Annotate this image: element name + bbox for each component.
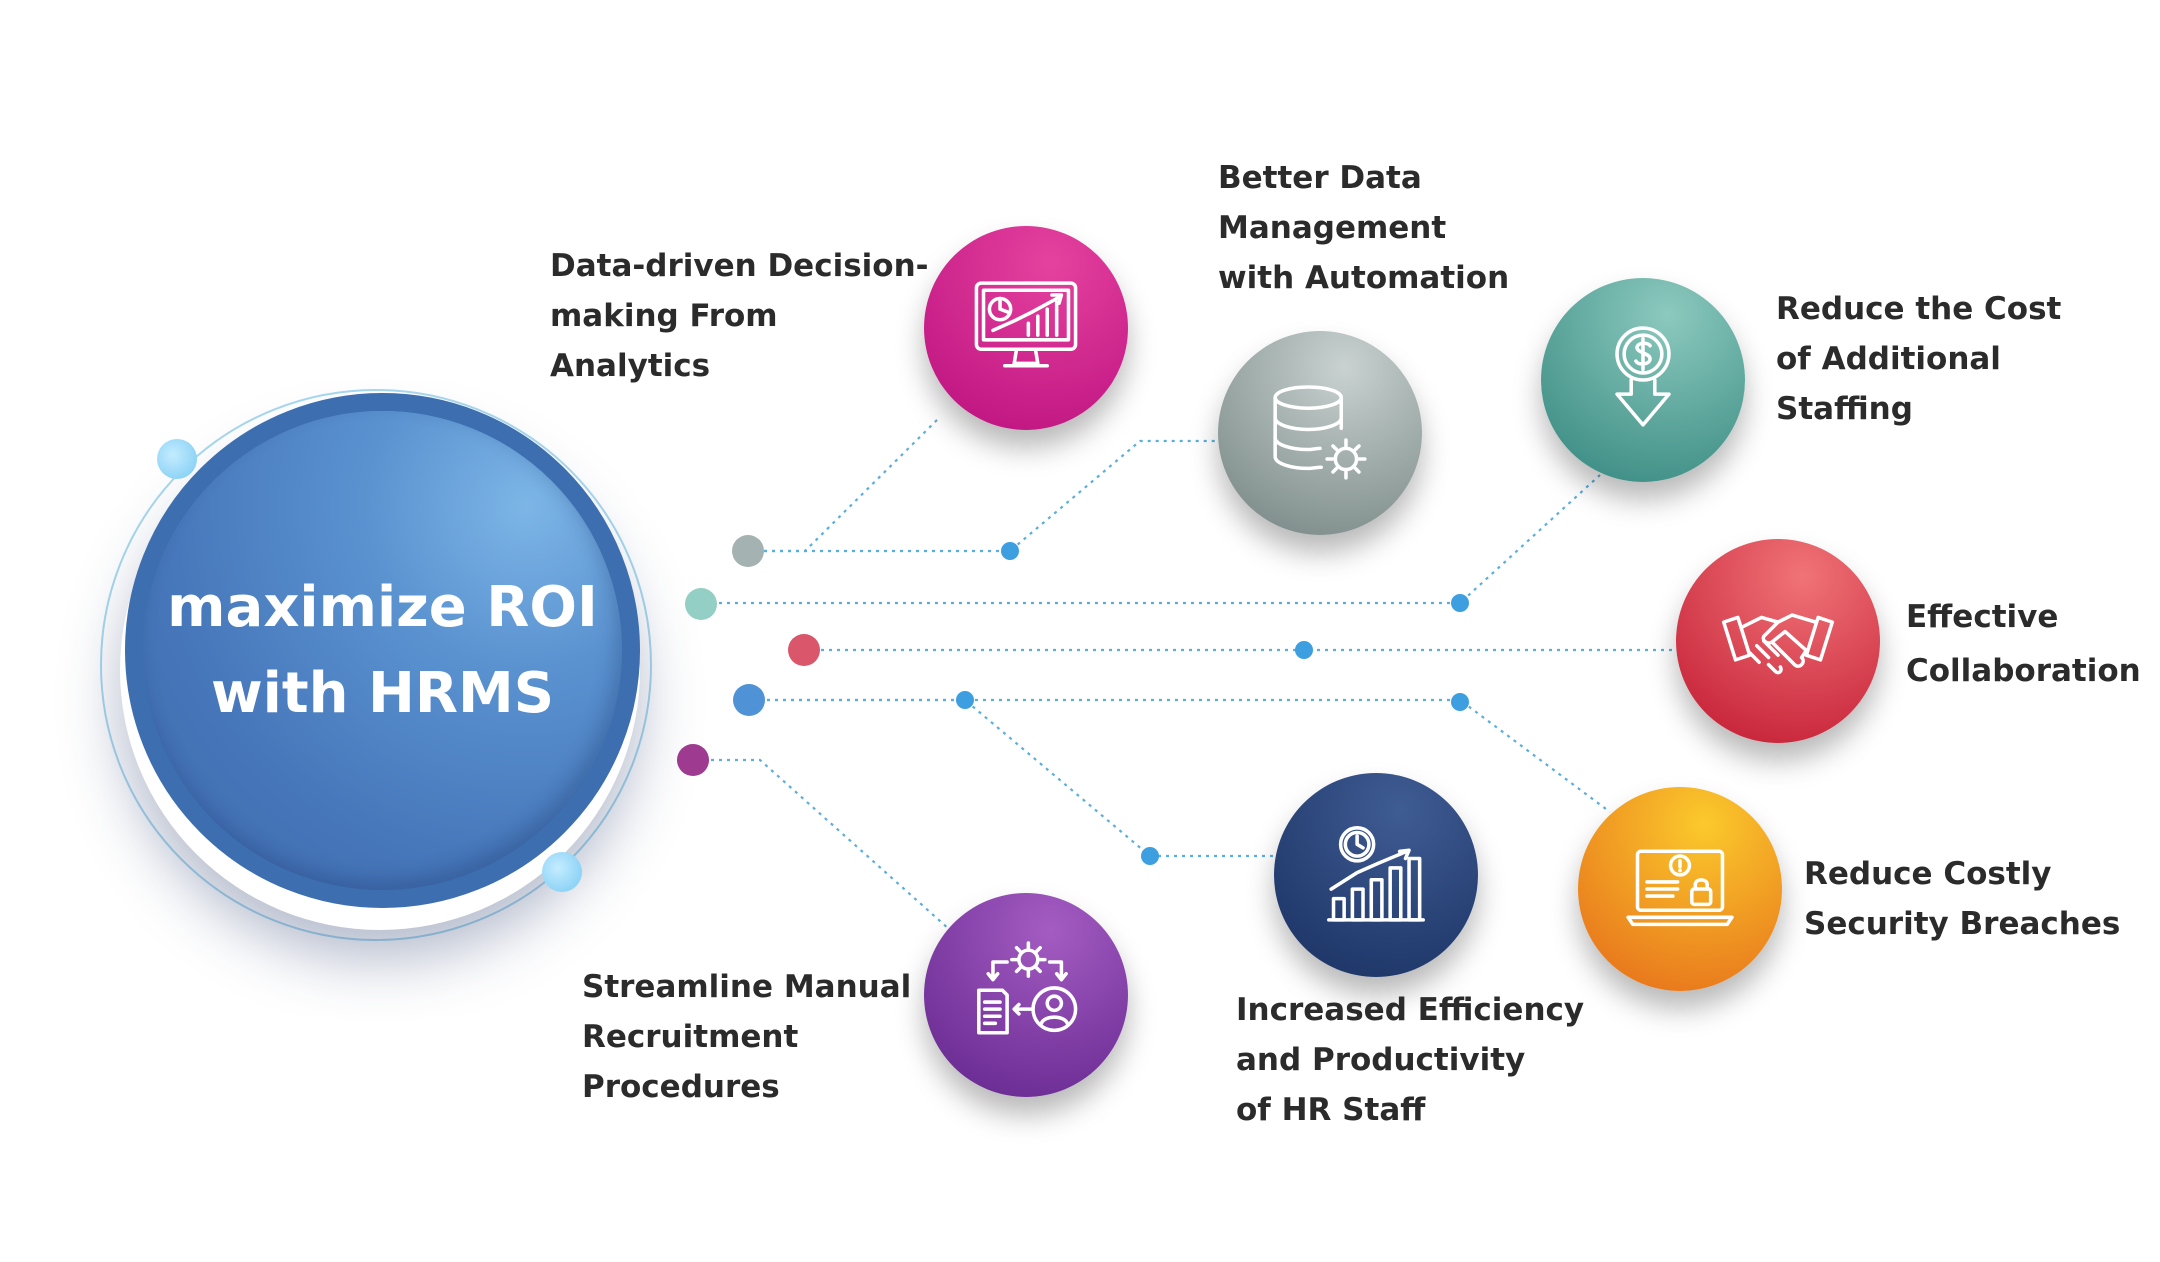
junction-dot (1451, 693, 1469, 711)
label-recruitment: Streamline Manual Recruitment Procedures (582, 969, 912, 1105)
junction-dot (1141, 847, 1159, 865)
junction-dot (1451, 594, 1469, 612)
label-analytics: Data-driven Decision- making From Analyt… (550, 248, 929, 384)
dot-gray (732, 535, 764, 567)
dollar-down-arrow-icon (1615, 326, 1671, 427)
monitor-chart-icon (974, 281, 1078, 368)
connector-staffing-cost (703, 474, 1601, 605)
connector-analytics (756, 416, 941, 553)
dot-blue (733, 684, 765, 716)
handshake-icon (1721, 613, 1835, 675)
junction-dot (1295, 641, 1313, 659)
ring-dot-bottom (542, 852, 582, 892)
node-recruitment (924, 893, 1128, 1097)
connector-security (751, 698, 1611, 813)
hub-outer-ring (100, 389, 652, 941)
dot-red (788, 634, 820, 666)
ring-dot-top (157, 439, 197, 479)
connector-recruitment (695, 758, 951, 931)
hub-title: maximize ROI with HRMS (167, 574, 598, 726)
label-data-management: Better Data Management with Automation (1218, 160, 1510, 296)
node-security (1578, 787, 1782, 991)
dot-teal (685, 588, 717, 620)
label-staffing-cost: Reduce the Cost of Additional Staffing (1776, 291, 2062, 427)
label-security: Reduce Costly Security Breaches (1804, 856, 2121, 942)
junction-dot (956, 691, 974, 709)
node-collaboration (1676, 539, 1880, 743)
connector-data-management (756, 439, 1220, 553)
hub-face: maximize ROI with HRMS (143, 411, 622, 890)
recruitment-cycle-icon (977, 941, 1078, 1035)
database-gear-icon (1273, 385, 1367, 480)
node-efficiency (1274, 773, 1478, 977)
junction-dot (1001, 542, 1019, 560)
node-staffing-cost (1541, 278, 1745, 482)
node-data-management (1218, 331, 1422, 535)
laptop-lock-icon (1626, 849, 1734, 927)
label-efficiency: Increased Efficiency and Productivity of… (1236, 992, 1585, 1128)
node-analytics (924, 226, 1128, 430)
connector-efficiency (751, 698, 1280, 858)
clock-growth-chart-icon (1327, 826, 1425, 922)
dot-purple (677, 744, 709, 776)
label-collaboration: Effective Collaboration (1906, 599, 2141, 689)
